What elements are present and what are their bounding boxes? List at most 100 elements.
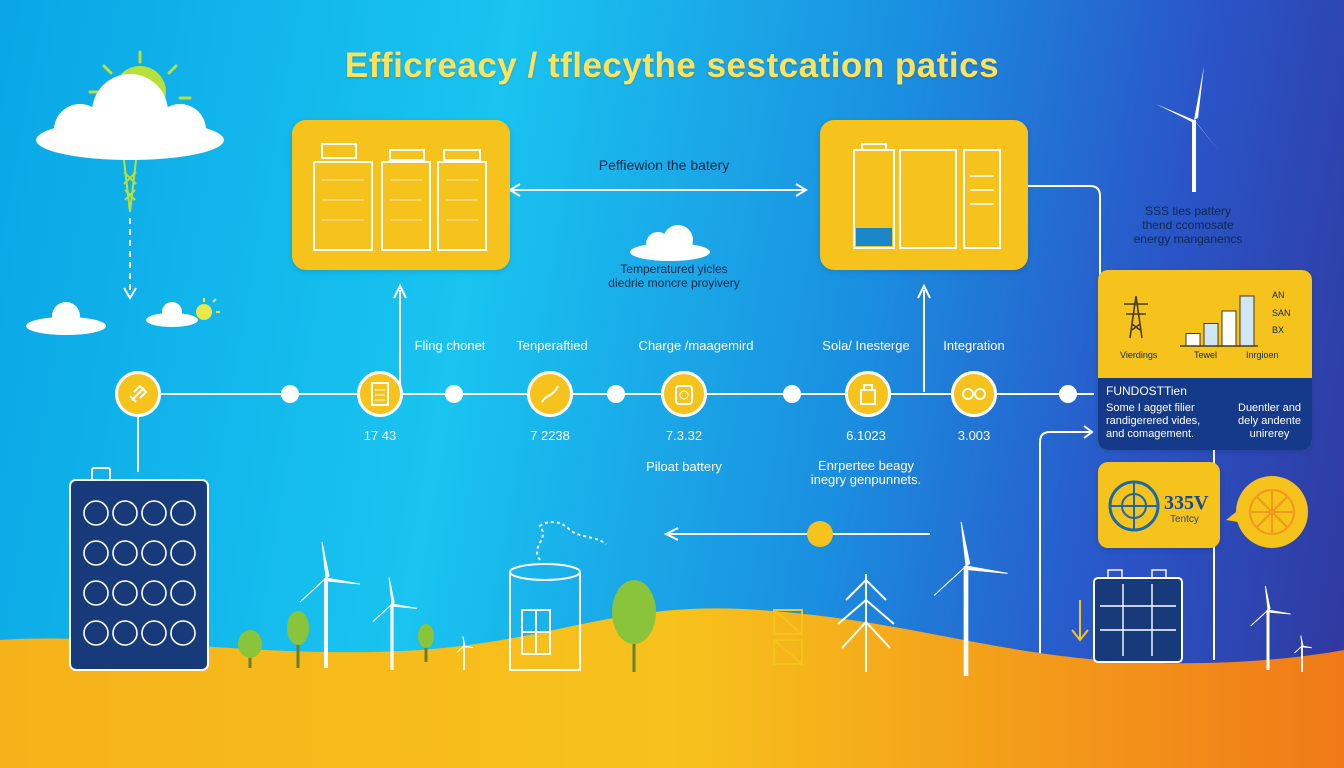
gauge-icon [1226, 476, 1308, 548]
gauge-wheel-icon [1108, 480, 1160, 532]
solar-cell [170, 580, 196, 606]
wind-turbine-icon [299, 541, 361, 668]
solar-cell [83, 580, 109, 606]
return-arrow [663, 527, 930, 541]
solar-cell [170, 620, 196, 646]
card-link-line [393, 183, 1101, 392]
legend-item-3: BX [1272, 325, 1285, 335]
cloud-caption: Temperatured yicles diedrie moncre proyi… [608, 262, 740, 290]
battery-bank-icon [313, 143, 487, 251]
cloud-icon [36, 74, 224, 160]
battery-storage-card [820, 120, 1028, 270]
tree-icon [238, 580, 656, 672]
chart-bar [1185, 333, 1201, 347]
integration-icon [962, 388, 986, 400]
wind-turbine-icon [1250, 585, 1291, 670]
ground-hills [0, 608, 1344, 768]
chart-bar [1221, 310, 1237, 347]
solar-cell [141, 500, 167, 526]
chart-bar [1203, 323, 1219, 347]
timeline-value-1: 17 43 [363, 428, 397, 443]
cloud-icon-center [630, 225, 710, 261]
timeline-node-2[interactable] [527, 371, 573, 417]
wind-turbines [299, 521, 1312, 676]
timeline-label-3: Charge /maagemird [638, 338, 754, 353]
charger-icon [675, 385, 693, 405]
page-title: Efficreacy / tflecythe sestcation patics [344, 46, 1000, 85]
energy-panel: AN SAN BX Vierdings Tewel Inrgioen FUNDO… [1098, 270, 1312, 450]
wind-turbine-icon [933, 521, 1008, 676]
small-sun-icon [196, 298, 220, 320]
timeline-label-1: Fling chonet [414, 338, 486, 353]
arrow-down-icon [123, 287, 137, 300]
solar-cell [112, 620, 138, 646]
timeline-dot [607, 385, 625, 403]
rain-tower-icon [123, 159, 137, 213]
legend-item-2: SAN [1272, 308, 1291, 318]
wind-turbine-icon [456, 636, 474, 670]
timeline-value-5: 3.003 [957, 428, 991, 443]
energy-note: Enrpertee beagy inegry genpunnets. [810, 458, 922, 487]
small-cloud-icon [26, 302, 198, 335]
solar-cell [141, 580, 167, 606]
timeline-dot [445, 385, 463, 403]
timeline-dot [1059, 385, 1077, 403]
solar-cell [112, 500, 138, 526]
pylon-tree-icon [837, 574, 895, 672]
solar-cell [83, 500, 109, 526]
legend-item-1: AN [1272, 290, 1285, 300]
panel-col-1: Some I agget filier randigerered vides, … [1106, 402, 1201, 440]
lock-battery-icon [860, 384, 876, 405]
timeline-node-1[interactable] [357, 371, 403, 417]
timeline-label-4: Sola/ Inesterge [822, 338, 910, 353]
panel-col-2: Duentler and dely andente unirerey [1238, 402, 1301, 440]
panel-heading: FUNDOSTTien [1106, 384, 1187, 398]
timeline-dot [783, 385, 801, 403]
solar-cell [170, 500, 196, 526]
crate-icon [773, 609, 803, 665]
battery-storage-icon [853, 143, 1001, 249]
solar-cell [141, 620, 167, 646]
energy-panel-footer: FUNDOSTTien Some I agget filier randiger… [1098, 378, 1312, 450]
wind-turbine-icon [1156, 66, 1220, 192]
bar-label-2: Tewel [1194, 350, 1218, 360]
chart-bar [1239, 295, 1255, 347]
voltage-value: 335V [1164, 492, 1209, 514]
solar-cell [83, 540, 109, 566]
solar-cell [83, 620, 109, 646]
bar-label-1: Vierdings [1120, 350, 1158, 360]
solar-cell [170, 540, 196, 566]
timeline-label-5: Integration [943, 338, 1005, 353]
timeline-value-2: 7 2238 [530, 428, 570, 443]
timeline-node-3[interactable] [661, 371, 707, 417]
bar-group [1185, 295, 1255, 347]
solar-panel-small-icon [1071, 569, 1183, 663]
timeline-dot [281, 385, 299, 403]
battery-cylinder-icon [509, 520, 607, 671]
thermometer-icon [541, 385, 559, 403]
pilot-battery-note: Piloat battery [646, 459, 722, 474]
link-icon [129, 384, 148, 403]
power-pylon-icon [1124, 295, 1148, 339]
voltage-badge: 335V Tentcy [1098, 462, 1220, 548]
battery-icon [371, 382, 389, 406]
solar-cell [112, 580, 138, 606]
voltage-sub: Tentcy [1170, 514, 1199, 525]
return-arrow-node [807, 521, 833, 547]
wind-turbine-icon [372, 577, 418, 670]
wind-turbine-icon [1294, 635, 1312, 672]
timeline-label-2: Tenperaftied [516, 338, 588, 353]
timeline-node-link[interactable] [115, 371, 161, 417]
energy-bars-chart [1124, 295, 1258, 347]
timeline-value-3: 7.3.32 [665, 428, 703, 443]
timeline-value-4: 6.1023 [846, 428, 886, 443]
solar-panel-icon [69, 467, 209, 671]
right-caption: SSS ties pattery thend ccomosate energy … [1133, 204, 1243, 246]
bar-label-3: Inrgioen [1246, 350, 1279, 360]
solar-cell [141, 540, 167, 566]
timeline-node-5[interactable] [951, 371, 997, 417]
solar-cell [112, 540, 138, 566]
timeline-node-4[interactable] [845, 371, 891, 417]
battery-bank-card [292, 120, 510, 270]
